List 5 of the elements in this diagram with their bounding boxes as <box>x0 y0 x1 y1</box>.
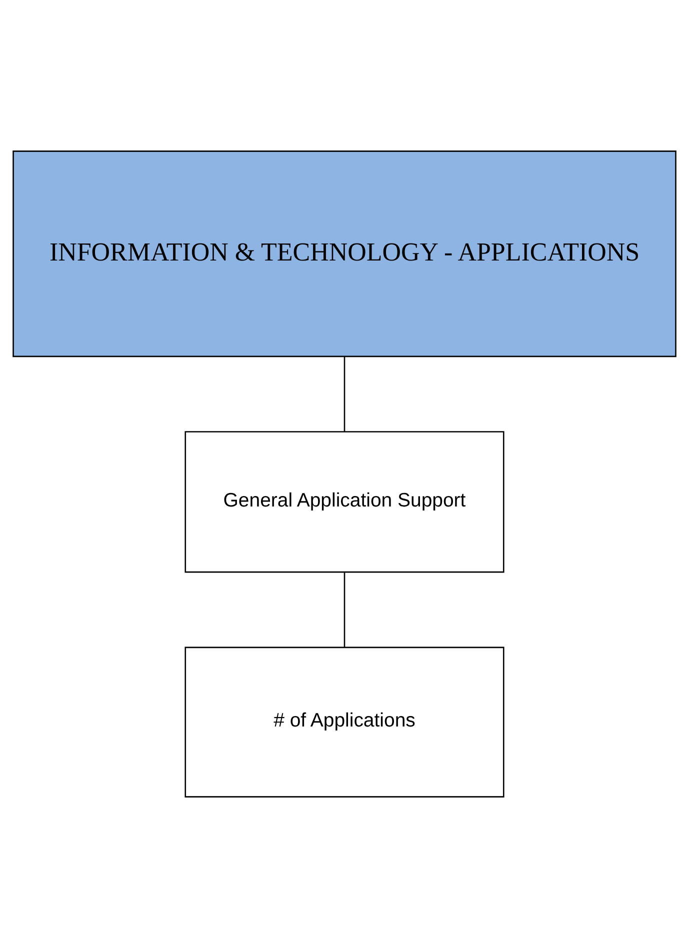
connector <box>344 356 346 432</box>
node-box: # of Applications <box>184 646 504 798</box>
connector <box>344 572 346 648</box>
node-box: General Application Support <box>184 431 504 573</box>
node-box: INFORMATION & TECHNOLOGY - APPLICATIONS <box>12 150 676 358</box>
